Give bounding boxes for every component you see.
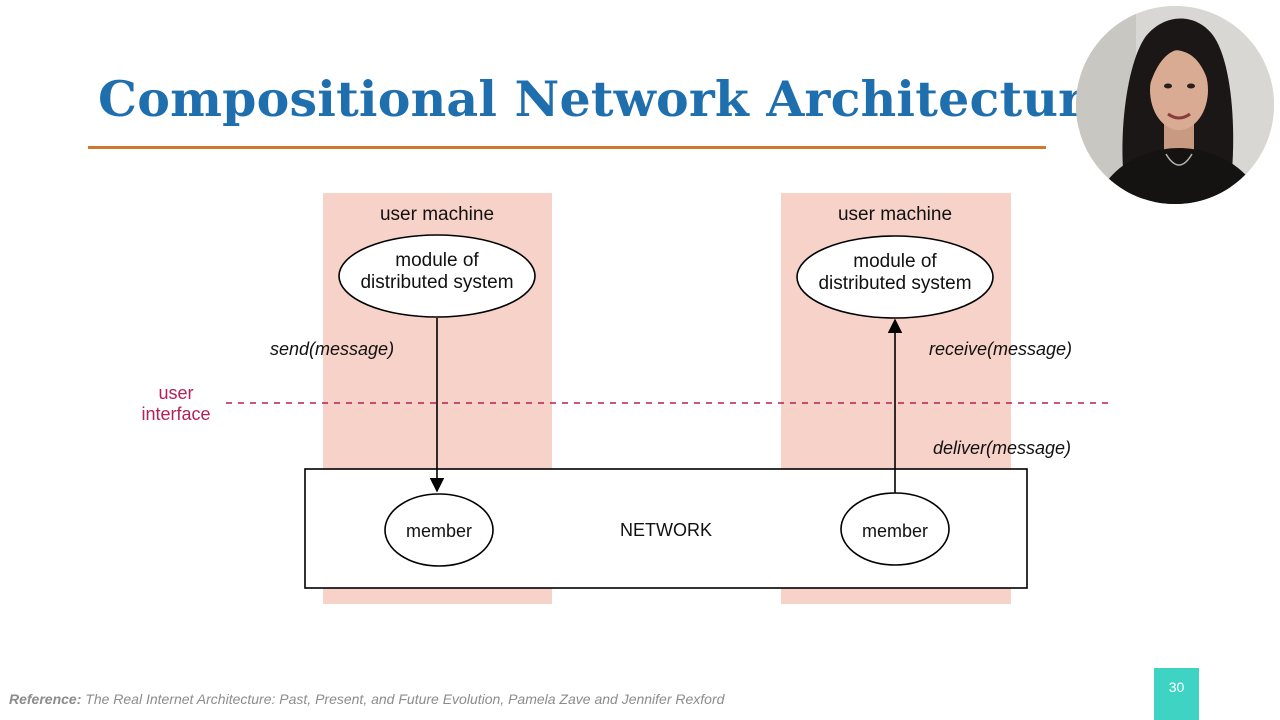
left-module-node [338, 234, 536, 318]
send-message-label: send(message) [270, 339, 394, 359]
user-interface-label-line2: interface [141, 404, 210, 424]
presenter-video-frame [1076, 6, 1274, 204]
left-member-node [384, 493, 494, 567]
title-underline [88, 146, 1046, 149]
left-user-machine-label: user machine [380, 204, 494, 225]
reference-text: The Real Internet Architecture: Past, Pr… [85, 691, 725, 707]
right-user-machine-label: user machine [838, 204, 952, 225]
receive-message-label: receive(message) [929, 339, 1072, 359]
presenter-webcam [1076, 6, 1274, 204]
left-member-label: member [406, 521, 472, 541]
reference-label: Reference: [9, 691, 82, 707]
right-member-label: member [862, 521, 928, 541]
reference-citation: Reference: The Real Internet Architectur… [9, 691, 724, 707]
right-module-label-line2: distributed system [818, 273, 971, 294]
right-module-node [796, 235, 994, 319]
user-interface-label-line1: user [158, 383, 193, 403]
slide-title: Compositional Network Architecture [98, 70, 1116, 128]
left-module-label-line2: distributed system [360, 272, 513, 293]
network-label: NETWORK [620, 520, 712, 540]
slide-page-number: 30 [1154, 668, 1199, 720]
deliver-message-label: deliver(message) [933, 438, 1071, 458]
right-module-label-line1: module of [853, 251, 937, 272]
left-module-label-line1: module of [395, 250, 479, 271]
